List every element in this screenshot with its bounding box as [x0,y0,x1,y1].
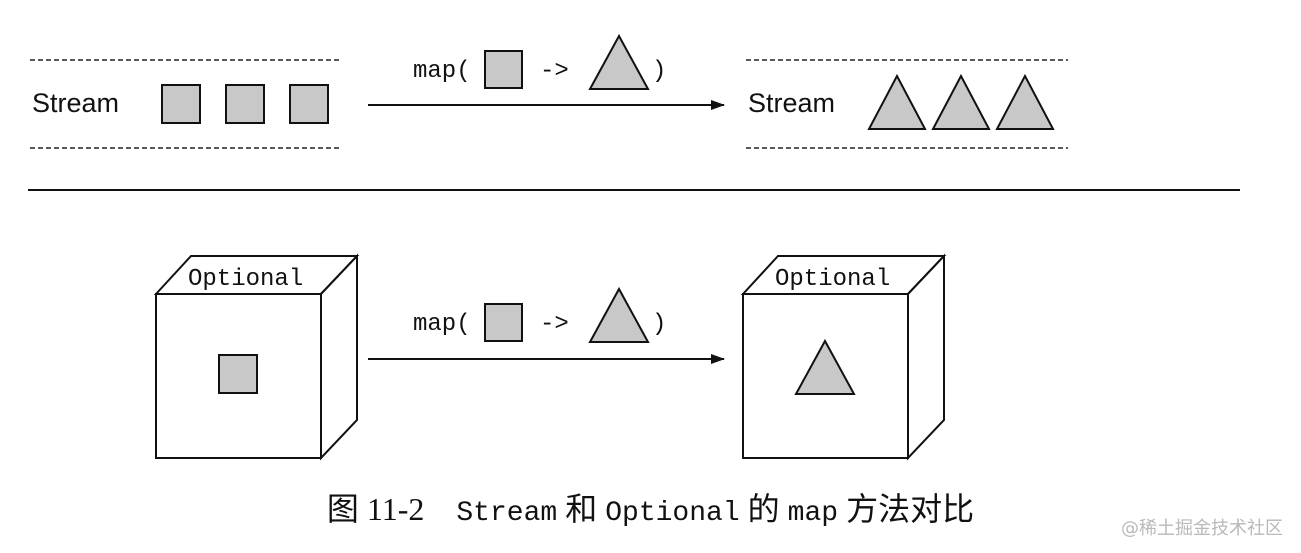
watermark: @稀土掘金技术社区 [1121,518,1283,539]
optional-map-suffix: ) [652,311,666,338]
figure-caption: 图 11-2 Stream 和 Optional 的 map 方法对比 [0,484,1301,530]
caption-optional: Optional [605,498,740,529]
caption-figure-number: 图 11-2 [326,491,425,527]
stream-triangle-2 [931,73,991,130]
stream-square-1 [161,84,201,124]
stream-square-2 [225,84,265,124]
optional-source-label: Optional [188,266,303,293]
stream-source-label: Stream [32,88,119,118]
caption-and: 和 [565,491,598,527]
stream-map-suffix: ) [652,58,666,85]
optional-source-box: Optional [153,253,360,461]
caption-map: map [787,498,839,529]
optional-target-label: Optional [775,266,890,293]
stream-square-3 [289,84,329,124]
caption-stream: Stream [456,498,558,529]
stream-target-label: Stream [748,88,835,118]
stream-triangle-1 [867,73,927,130]
optional-map-square [484,303,523,342]
stream-map-square [484,50,523,89]
optional-map-label: map( -> ) [413,286,666,343]
optional-map-triangle [588,286,650,343]
optional-source-square [218,354,258,394]
optional-target-box: Optional [740,253,947,461]
stream-map-prefix: map( [413,58,471,85]
caption-method-comparison: 方法对比 [846,491,975,527]
optional-map-arrow-text: -> [540,311,569,338]
optional-target-triangle [794,338,856,395]
stream-map-triangle [588,33,650,90]
caption-of: 的 [747,491,780,527]
stream-source-group: Stream [30,59,342,149]
stream-triangle-3 [995,73,1055,130]
stream-map-arrow-text: -> [540,58,569,85]
stream-map-label: map( -> ) [413,33,666,90]
optional-map-prefix: map( [413,311,471,338]
stream-target-group: Stream [746,59,1068,149]
